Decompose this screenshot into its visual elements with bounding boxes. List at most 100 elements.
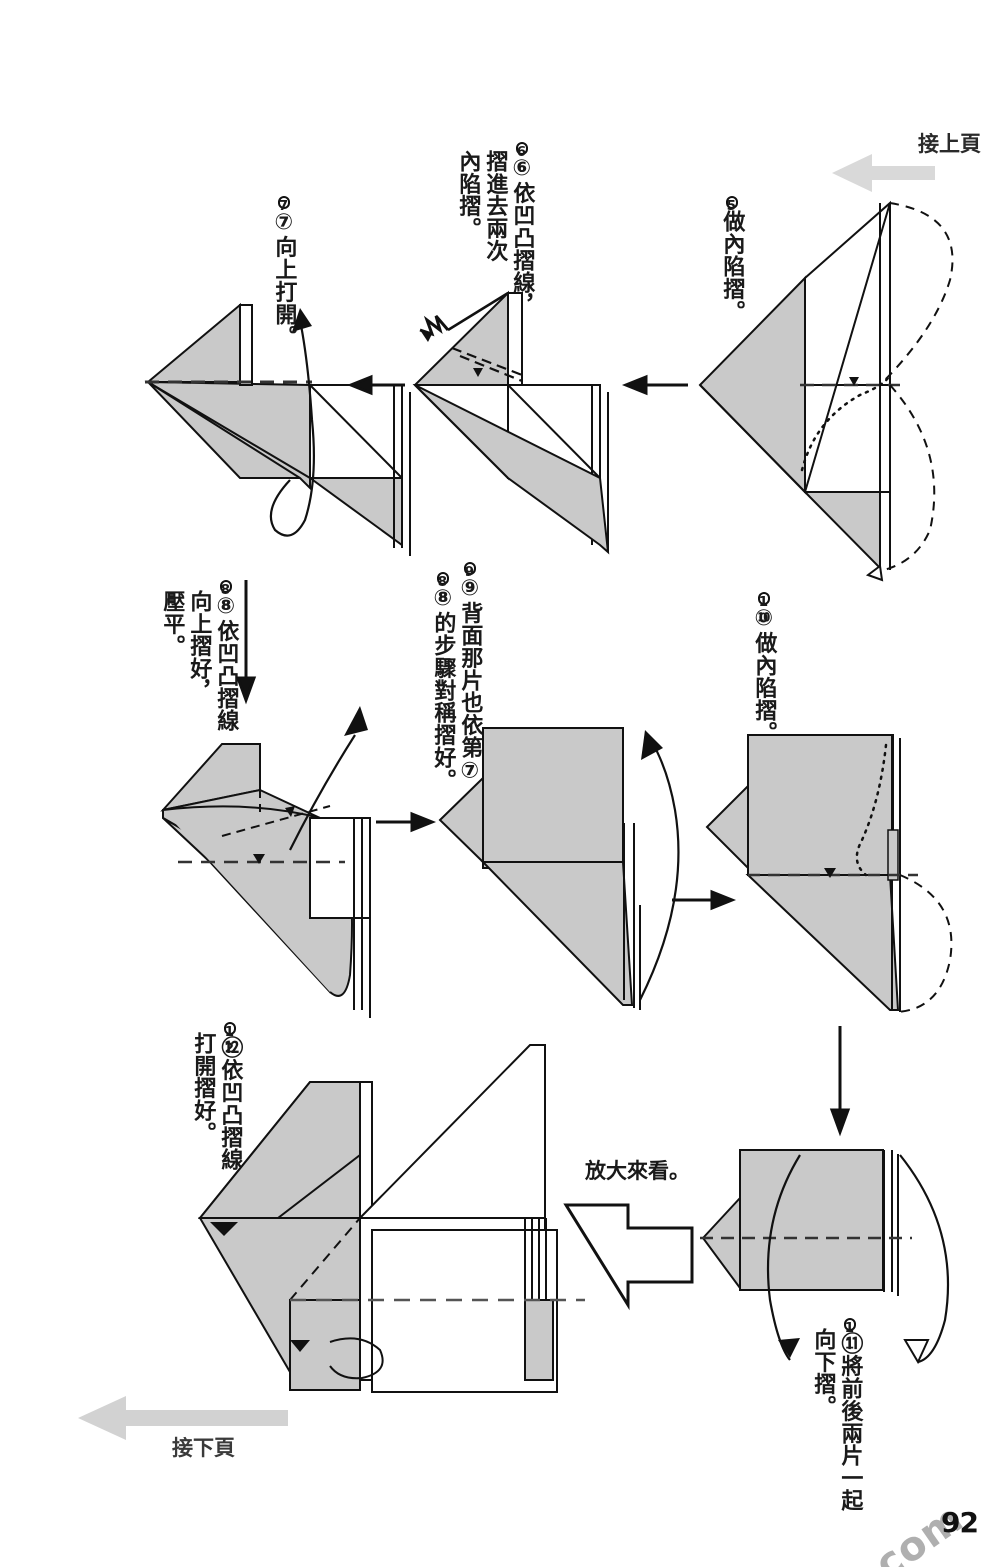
- arrow-left-icon-a: [621, 374, 688, 396]
- step8-arrowhead-icon: [344, 706, 368, 736]
- step10-hidden-dotted-fold: [855, 743, 888, 877]
- step-11-caption-col2: 向下摺。: [810, 1328, 836, 1418]
- step-11-text-1: ⑪將前後兩片一起: [837, 1332, 863, 1512]
- step-6-text-1: ⑥依凹凸摺線，: [509, 156, 535, 317]
- step12-fold-marker-2-icon: [290, 1340, 310, 1352]
- step9-arrowhead-icon: [641, 730, 663, 760]
- step8-crease-diag-1: [221, 805, 331, 837]
- step12-lower-gray-tab: [289, 1299, 361, 1391]
- step10-motion-arc: [895, 874, 953, 1013]
- step11-front-arrowhead-icon: [778, 1338, 800, 1358]
- step-6-caption-col1: 6⑥依凹凸摺線，: [509, 142, 535, 317]
- arrow-left-icon-b: [346, 374, 405, 396]
- step7-top-white-flap: [239, 304, 253, 386]
- step-5-caption: 5做內陷摺。: [719, 196, 745, 323]
- step-7-caption: 7⑦向上打開。: [271, 196, 297, 348]
- step-9-caption-col1: 9⑨背面那片也依第⑦、: [457, 562, 483, 807]
- continue-next-page-label: 接下頁: [172, 1436, 235, 1460]
- step12-fold-marker-1-icon: [210, 1222, 238, 1236]
- step-9-caption-col2: 8⑧的步驟對稱摺好。: [430, 572, 456, 792]
- step-12-text-1: ⑫依凹凸摺線: [217, 1036, 243, 1171]
- step5-hollow-arrowhead-icon: [865, 564, 884, 582]
- step-8-caption-col2: 向上摺好，: [186, 590, 212, 703]
- step-9-text-1: ⑨背面那片也依第⑦、: [457, 576, 483, 807]
- step9-main-gray-square: [482, 727, 624, 869]
- page-number: 92: [941, 1506, 979, 1539]
- step-6-caption-col2: 摺進去兩次: [482, 150, 508, 263]
- step7-lower-left-gray: [144, 380, 311, 491]
- step6-crease-dashed-1: [451, 346, 523, 377]
- step-12-caption-col1: 12⑫依凹凸摺線: [217, 1022, 243, 1171]
- step5-diagonal-1: [804, 202, 891, 493]
- step12-right-gray-sliver: [524, 1299, 554, 1381]
- step6-square-diagonal: [507, 384, 601, 479]
- step9-lower-gray-triangle: [480, 861, 634, 1006]
- step8-motion-arc: [289, 734, 356, 851]
- step-9-text-2: ⑧的步驟對稱摺好。: [430, 586, 456, 792]
- step8-white-box: [309, 817, 371, 919]
- step-11-caption-col1: 11⑪將前後兩片一起: [837, 1318, 863, 1512]
- step-7-text: ⑦向上打開。: [271, 210, 297, 348]
- step6-top-flap: [507, 292, 523, 386]
- step11-back-hollow-arrowhead-icon: [903, 1339, 930, 1365]
- step5-motion-arc-upper: [879, 202, 954, 386]
- arrow-right-icon-b: [672, 889, 737, 911]
- zoom-in-note-label: 放大來看。: [585, 1159, 690, 1183]
- big-hollow-arrow-left-icon: [563, 1203, 694, 1311]
- step-10-caption: 10⑩做內陷摺。: [751, 592, 777, 744]
- step11-back-motion-arc: [899, 1154, 950, 1364]
- step11-main-gray-square: [739, 1149, 884, 1291]
- step12-loop-arc: [329, 1337, 384, 1380]
- arrow-down-icon-b: [829, 1026, 851, 1137]
- step-8-caption-col3: 壓平。: [159, 590, 185, 658]
- step6-pull-line: [447, 291, 509, 332]
- step9-motion-arc: [639, 741, 680, 1001]
- step5-fold-direction-marker-icon: [849, 377, 859, 386]
- step6-bottom-gray-flap: [414, 384, 610, 555]
- step10-main-gray-square: [747, 734, 894, 876]
- step5-hidden-fold-dotted: [800, 373, 892, 472]
- step5-motion-arc-lower: [874, 384, 936, 573]
- step6-fold-marker-icon: [473, 368, 483, 377]
- step8-fold-marker-1-icon: [285, 806, 295, 817]
- arrow-right-icon-a: [376, 811, 437, 833]
- step6-crease-dashed-2: [459, 354, 523, 383]
- step-8-caption-col1: 8⑧依凹凸摺線: [213, 580, 239, 732]
- step7-square-diagonal: [309, 384, 403, 479]
- step8-fold-marker-2-icon: [253, 854, 265, 864]
- step10-fold-marker-icon: [824, 868, 836, 878]
- step6-zigzag-arrowhead-icon: [420, 330, 432, 342]
- step12-crease-diag: [289, 1217, 361, 1301]
- step-8-text-1: ⑧依凹凸摺線: [213, 594, 239, 732]
- step-12-caption-col2: 打開摺好。: [190, 1032, 216, 1145]
- arrow-left-faint-top-icon: [832, 154, 935, 192]
- step10-lower-gray-triangle: [745, 874, 900, 1011]
- step5-bottom-gray-flap: [699, 384, 881, 571]
- step7-arrowhead-icon: [292, 308, 312, 332]
- continue-previous-page-label: 接上頁: [918, 132, 981, 156]
- arrow-down-icon-a: [235, 580, 257, 705]
- step-5-text: 做內陷摺。: [719, 210, 745, 323]
- step7-open-loop-arrow: [269, 319, 315, 537]
- step-6-caption-col3: 內陷摺。: [455, 150, 481, 240]
- step10-edge-sliver: [887, 829, 899, 881]
- step-10-text: ⑩做內陷摺。: [751, 606, 777, 744]
